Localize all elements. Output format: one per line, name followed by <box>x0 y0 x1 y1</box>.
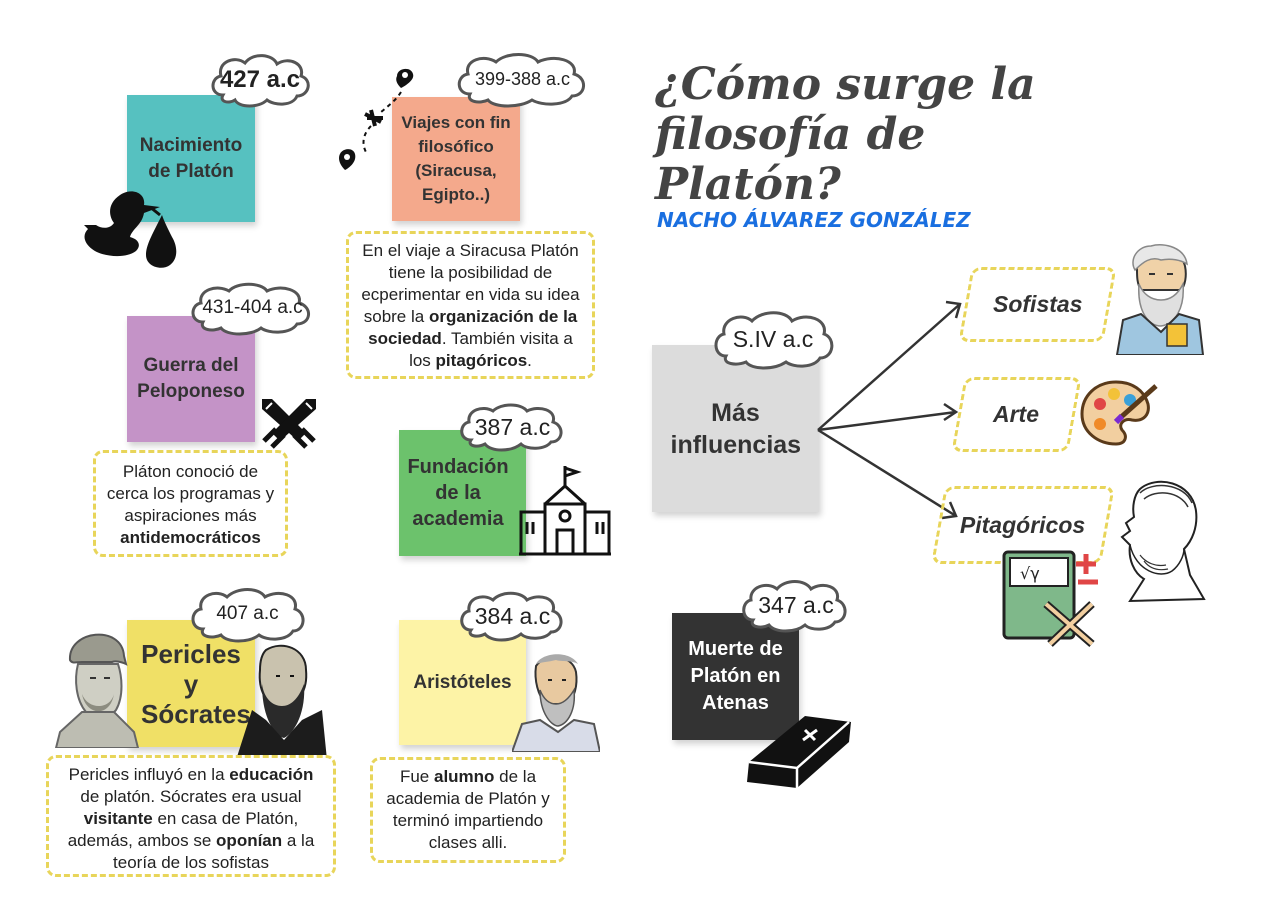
event-guerra: Guerra del Peloponeso <box>127 316 255 442</box>
date-cloud-viajes: 399-388 a.c <box>450 50 595 108</box>
title-line-1: ¿Cómo surge la <box>655 59 1036 110</box>
note-viajes: En el viaje a Siracusa Platón tiene la p… <box>346 231 595 379</box>
date-cloud-pericles: 407 a.c <box>185 585 310 643</box>
event-influencias-label: Más influencias <box>670 398 802 459</box>
event-muerte: Muerte de Platón en Atenas <box>672 613 799 740</box>
stork-icon <box>80 185 185 280</box>
socrates-icon <box>232 640 327 765</box>
date-cloud-guerra: 431-404 a.c <box>185 280 320 336</box>
author-name: NACHO ÁLVAREZ GONZÁLEZ <box>657 208 971 232</box>
date-label: 427 a.c <box>219 66 301 93</box>
note-guerra: Pláton conoció de cerca los programas y … <box>93 450 288 557</box>
event-aristoteles: Aristóteles <box>399 620 526 745</box>
event-aristoteles-label: Aristóteles <box>413 671 512 693</box>
date-label: 384 a.c <box>474 602 551 629</box>
crossed-swords-icon <box>258 395 320 462</box>
svg-text:√γ: √γ <box>1020 564 1040 583</box>
date-label: 387 a.c <box>474 413 551 440</box>
event-pericles-label: Pericles y Sócrates <box>141 638 251 729</box>
sophist-icon <box>1115 240 1205 360</box>
pythagoras-icon <box>1100 475 1210 610</box>
date-label: 347 a.c <box>758 592 834 618</box>
date-cloud-aristoteles: 384 a.c <box>455 590 570 642</box>
pericles-bust-icon <box>52 620 142 753</box>
aristotle-icon <box>510 650 602 757</box>
event-viajes-label: Viajes con fin filosófico (Siracusa, Egi… <box>401 113 511 204</box>
title-line-2: filosofía de Platón? <box>655 109 926 210</box>
influence-pitagoricos-label: Pitagóricos <box>960 511 1086 538</box>
date-label: S.IV a.c <box>732 325 814 352</box>
travel-plane-icon <box>335 62 425 187</box>
note-pericles: Pericles influyó en la educación de plat… <box>46 755 336 877</box>
page-title: ¿Cómo surge la filosofía de Platón? <box>655 60 1075 210</box>
math-book-icon: √γ <box>1000 548 1105 653</box>
event-academia-label: Fundación de la academia <box>407 456 509 530</box>
event-nacimiento-label: Nacimiento de Platón <box>139 134 243 182</box>
date-label: 407 a.c <box>216 603 279 624</box>
event-muerte-label: Muerte de Platón en Atenas <box>688 638 783 714</box>
palette-icon <box>1080 378 1160 453</box>
event-viajes: Viajes con fin filosófico (Siracusa, Egi… <box>392 97 520 221</box>
influence-arte: Arte <box>951 377 1082 452</box>
academy-building-icon <box>517 464 613 563</box>
date-label: 399-388 a.c <box>474 68 571 89</box>
influence-arte-label: Arte <box>993 401 1040 427</box>
coffin-icon <box>745 708 855 801</box>
influence-arrows <box>817 300 962 520</box>
date-cloud-nacimiento: 427 a.c <box>205 50 315 110</box>
event-guerra-label: Guerra del Peloponeso <box>137 355 245 402</box>
event-influencias: Más influencias <box>652 345 819 512</box>
note-aristoteles: Fue alumno de la academia de Platón y te… <box>370 757 566 863</box>
event-nacimiento: Nacimiento de Platón <box>127 95 255 222</box>
date-cloud-muerte: 347 a.c <box>737 578 855 633</box>
influence-sofistas-label: Sofistas <box>992 291 1083 317</box>
influence-sofistas: Sofistas <box>958 267 1117 342</box>
date-cloud-influencias: S.IV a.c <box>708 308 838 370</box>
date-label: 431-404 a.c <box>202 297 303 318</box>
date-cloud-academia: 387 a.c <box>455 402 570 452</box>
